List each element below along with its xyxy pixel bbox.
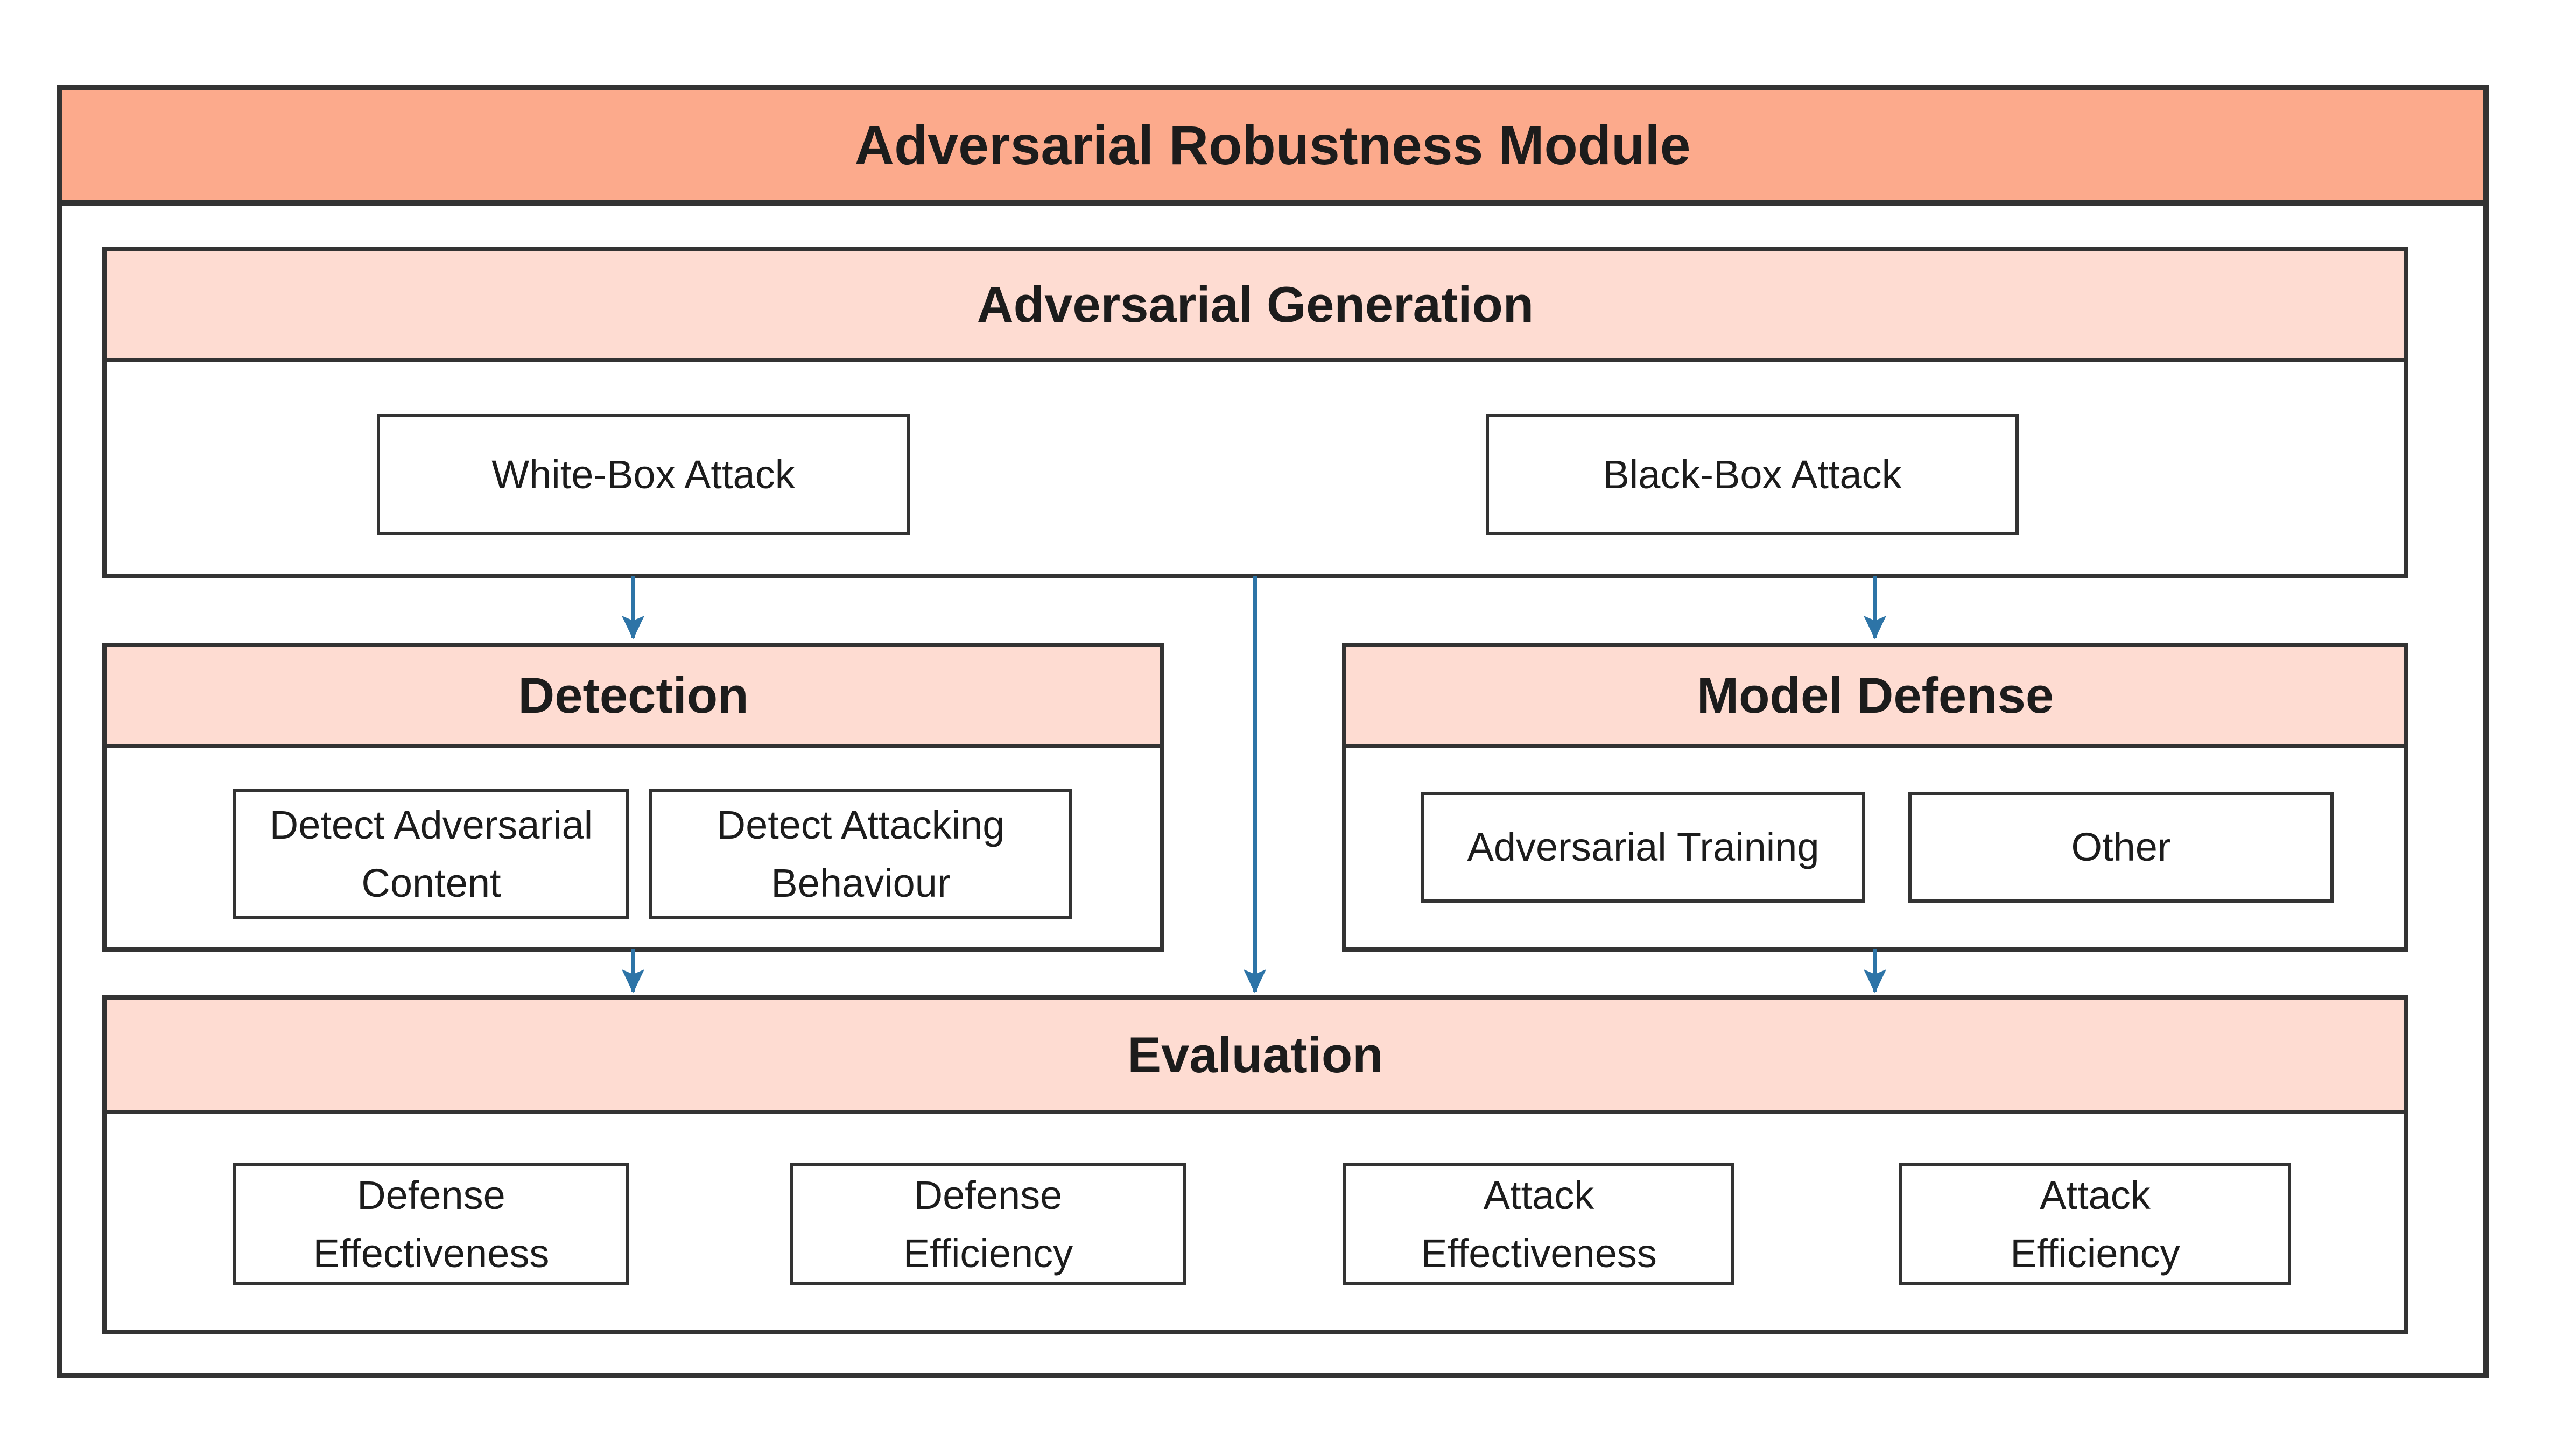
box-other: Other <box>1908 792 2334 903</box>
box-white-box-attack: White-Box Attack <box>377 414 910 535</box>
box-label-line: Defense <box>357 1173 505 1218</box>
section-header-adversarial-generation: Adversarial Generation <box>107 251 2404 362</box>
section-adversarial-generation: Adversarial Generation White-Box Attack … <box>102 247 2408 578</box>
box-label-line: Attack <box>1483 1173 1594 1218</box>
section-detection: Detection Detect Adversarial Content Det… <box>102 643 1164 952</box>
box-defense-efficiency: Defense Efficiency <box>790 1163 1186 1285</box>
section-title-model-defense: Model Defense <box>1696 667 2054 723</box>
box-label-line: Effectiveness <box>313 1230 550 1276</box>
box-label-line: Detect Attacking <box>716 803 1005 848</box>
section-header-model-defense: Model Defense <box>1346 647 2404 748</box>
box-black-box-attack: Black-Box Attack <box>1486 414 2019 535</box>
box-label-adversarial-training: Adversarial Training <box>1467 825 1820 870</box>
box-label-black-box-attack: Black-Box Attack <box>1603 452 1902 497</box>
section-evaluation: Evaluation Defense Effectiveness Defense… <box>102 995 2408 1334</box>
box-attack-effectiveness: Attack Effectiveness <box>1343 1163 1734 1285</box>
section-title-adversarial-generation: Adversarial Generation <box>977 276 1534 333</box>
section-header-evaluation: Evaluation <box>107 1000 2404 1114</box>
box-defense-effectiveness: Defense Effectiveness <box>233 1163 629 1285</box>
box-label-line: Efficiency <box>903 1230 1073 1276</box>
section-title-evaluation: Evaluation <box>1127 1026 1383 1083</box>
box-label-line: Defense <box>914 1173 1063 1218</box>
section-title-detection: Detection <box>518 667 749 723</box>
section-model-defense: Model Defense Adversarial Training Other <box>1342 643 2408 952</box>
box-label-white-box-attack: White-Box Attack <box>491 452 795 497</box>
box-label-line: Behaviour <box>771 860 951 905</box>
box-label-line: Detect Adversarial <box>269 803 593 848</box>
box-attack-efficiency: Attack Efficiency <box>1899 1163 2291 1285</box>
box-detect-attacking-behaviour: Detect Attacking Behaviour <box>649 789 1072 919</box>
box-label-line: Efficiency <box>2010 1230 2180 1276</box>
box-detect-adversarial-content: Detect Adversarial Content <box>233 789 629 919</box>
box-label-line: Attack <box>2040 1173 2151 1218</box>
adversarial-robustness-module-frame: Adversarial Robustness Module Adversaria… <box>57 85 2489 1378</box>
box-label-other: Other <box>2071 825 2171 870</box>
module-title-bar: Adversarial Robustness Module <box>62 90 2483 206</box>
box-label-line: Effectiveness <box>1421 1230 1657 1276</box>
box-label-line: Content <box>361 860 501 905</box>
section-header-detection: Detection <box>107 647 1160 748</box>
module-title: Adversarial Robustness Module <box>854 114 1691 176</box>
box-adversarial-training: Adversarial Training <box>1421 792 1865 903</box>
